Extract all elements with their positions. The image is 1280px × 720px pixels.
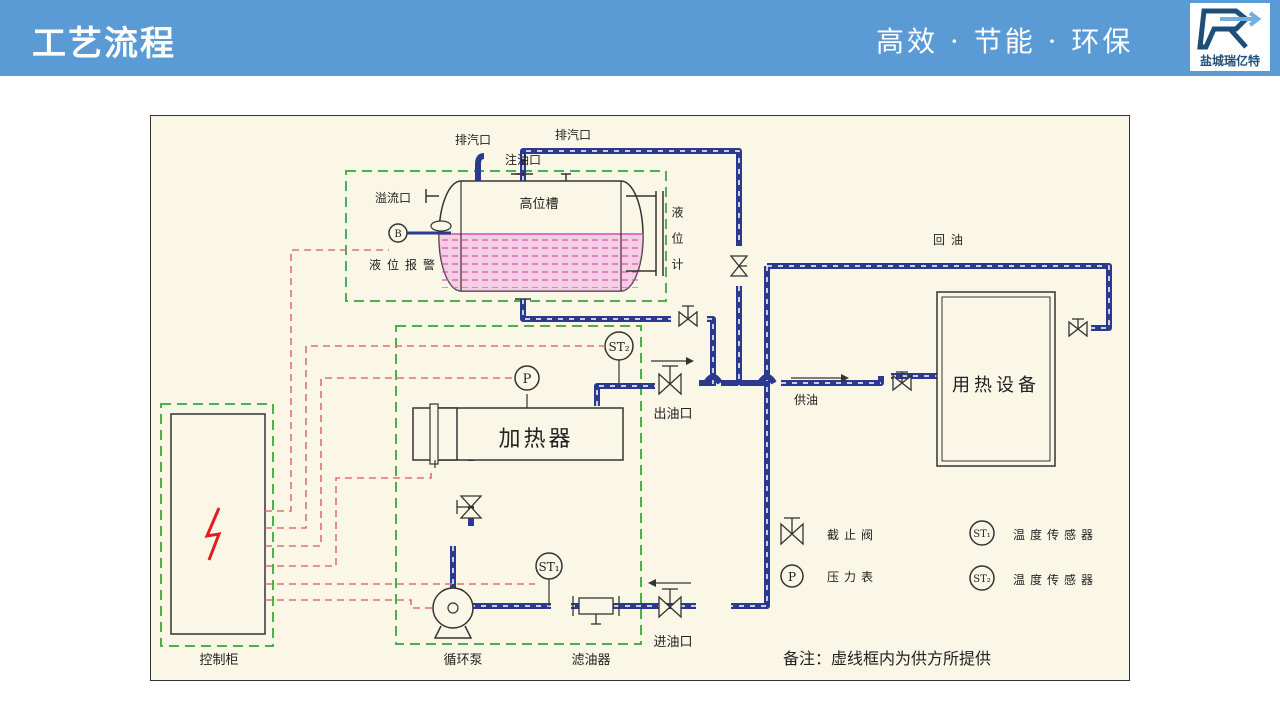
cabinet-label: 控制柜: [199, 653, 238, 668]
logo-text: 盐城瑞亿特: [1199, 54, 1260, 68]
valve-icon: [729, 255, 749, 277]
lightning-bolt-icon: [204, 507, 222, 561]
legend-symbol: ST₂: [973, 574, 991, 585]
return-oil-label: 回油: [933, 233, 969, 247]
temp-sensor-1-icon: [535, 552, 563, 580]
st2-symbol: ST₂: [608, 340, 629, 354]
oil-out-label: 出油口: [653, 407, 692, 422]
filter-label: 滤油器: [571, 653, 610, 668]
valve-icon: [456, 495, 483, 519]
high-level-tank: 高位槽 B: [388, 153, 664, 300]
header-bar: 工艺流程 高效 · 节能 · 环保 盐城瑞亿特: [0, 0, 1280, 76]
signal-lines: [265, 249, 605, 609]
legend-symbol: P: [788, 570, 796, 584]
legend-st2-icon: [969, 565, 995, 591]
legend-label: 温度传感器: [1013, 527, 1098, 542]
pressure-gauge-symbol: P: [523, 372, 532, 387]
note-text: 备注：虚线框内为供方所提供: [783, 649, 991, 668]
level-meter-label: 液位计: [670, 205, 684, 284]
control-cabinet: [170, 413, 266, 635]
oil-filter-icon: [572, 596, 620, 625]
process-flow-svg: 高位槽 B 排汽口 排汽口 注油口 溢流口 液位报警 液位计: [160, 127, 1112, 668]
valve-icon: [658, 588, 682, 619]
vent-label-right: 排汽口: [555, 127, 591, 142]
oil-in-label: 进油口: [653, 635, 692, 650]
company-logo: 盐城瑞亿特: [1190, 3, 1270, 71]
tank-dashed-box: [345, 170, 667, 302]
level-alarm-label: 液位报警: [369, 257, 441, 272]
logo-mark-icon: [1197, 8, 1262, 50]
legend-label: 压力表: [827, 570, 878, 584]
svg-text:B: B: [394, 229, 401, 240]
heater-dashed-box: [395, 325, 642, 645]
supply-label: 供油: [794, 393, 818, 407]
circulation-pump-icon: [432, 587, 474, 639]
valve-icon: [678, 305, 698, 328]
legend-st1-icon: [969, 520, 995, 546]
valve-icon: [1068, 318, 1088, 338]
fill-port-label: 注油口: [505, 152, 541, 167]
equipment-label: 用热设备: [952, 375, 1040, 396]
valve-icon: [892, 371, 912, 392]
page-title: 工艺流程: [32, 24, 176, 64]
tank-label: 高位槽: [519, 196, 558, 212]
heat-using-equipment: 用热设备: [936, 291, 1056, 467]
legend-label: 温度传感器: [1013, 572, 1098, 587]
overflow-label: 溢流口: [375, 191, 411, 205]
slogan: 高效 · 节能 · 环保: [876, 25, 1134, 58]
heater-label: 加热器: [498, 427, 573, 452]
process-diagram: 高位槽 B 排汽口 排汽口 注油口 溢流口 液位报警 液位计: [150, 115, 1130, 681]
valve-icon: [658, 365, 682, 396]
cabinet-dashed-box: [160, 403, 274, 647]
legend: 截止阀 P 压力表 ST₁ 温度传感器 ST₂ 温度传感器: [780, 517, 1098, 591]
legend-valve-icon: [780, 517, 804, 546]
pressure-gauge-icon: [514, 365, 540, 391]
vent-label-left: 排汽口: [455, 132, 491, 147]
st1-symbol: ST₁: [538, 560, 559, 574]
legend-symbol: ST₁: [973, 529, 991, 540]
heater: 加热器: [412, 403, 624, 468]
legend-pressure-icon: [780, 564, 804, 588]
pump-label: 循环泵: [443, 653, 482, 668]
legend-label: 截止阀: [827, 528, 878, 542]
